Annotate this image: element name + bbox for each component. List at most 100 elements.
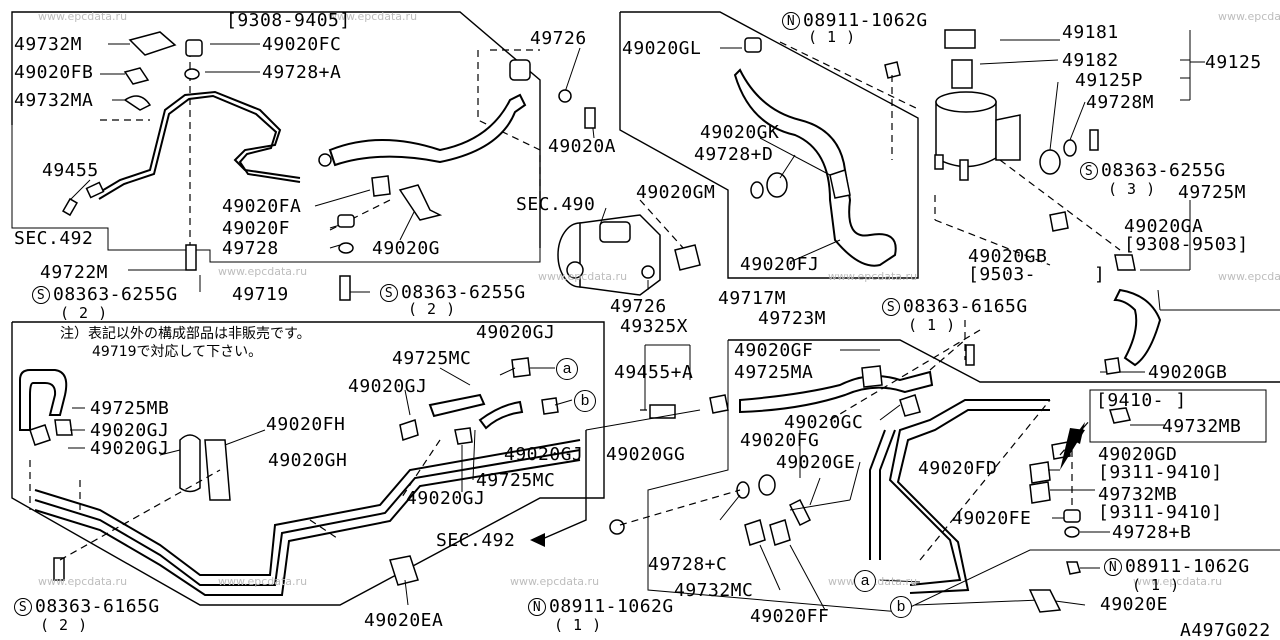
quantity-label: ( 1 ) xyxy=(1132,576,1180,594)
part-number-label: 49325X xyxy=(620,316,689,337)
part-number-label: 49732M xyxy=(14,34,83,55)
screw-symbol-icon: S xyxy=(32,286,50,304)
reservoir-tank xyxy=(934,29,1021,181)
watermark: www.epcdata.ru xyxy=(218,575,308,588)
frame-right-lower-2 xyxy=(647,340,1280,613)
inset-9410-box xyxy=(1089,389,1267,443)
part-number-label: 49455 xyxy=(42,160,99,181)
part-number-label: 49732MB xyxy=(1098,484,1178,505)
part-number-label: 49020GH xyxy=(268,450,348,471)
watermark: www.epcdata.ru xyxy=(1133,575,1223,588)
part-number-label: 49020F xyxy=(222,218,291,239)
quantity-label: ( 2 ) xyxy=(408,300,456,318)
range-label: [9311-9410] xyxy=(1098,462,1223,483)
section-reference-label: SEC.492 xyxy=(14,228,94,249)
part-number-label: 49725MC xyxy=(476,470,556,491)
frame-top-left-lower xyxy=(11,125,541,263)
part-number-label: 49020GA xyxy=(1124,216,1204,237)
part-number-label: 49182 xyxy=(1062,50,1119,71)
part-number-label: 49020E xyxy=(1100,594,1169,615)
note-text: 注）表記以外の構成部品は非販売です。 xyxy=(60,326,311,342)
watermark: www.epcdata.ru xyxy=(218,265,308,278)
part-number-label: 49732MA xyxy=(14,90,94,111)
watermark: www.epcdata.ru xyxy=(38,575,128,588)
part-number-label: 49728+B xyxy=(1112,522,1192,543)
part-number-label: 49726 xyxy=(610,296,667,317)
range-label: [9308-9503] xyxy=(1124,234,1249,255)
part-number-label: 49020GE xyxy=(776,452,856,473)
part-number-label: 49728M xyxy=(1086,92,1155,113)
part-number-label: 49020GF xyxy=(734,340,814,361)
power-steering-pump xyxy=(557,214,661,296)
part-number-label: 49726 xyxy=(530,28,587,49)
watermark: www.epcdata.ru xyxy=(510,575,600,588)
part-number-label: 49455+A xyxy=(614,362,694,383)
callout-a: a xyxy=(556,358,578,380)
part-number-label: 49020GB xyxy=(1148,362,1228,383)
part-number-label: 49722M xyxy=(40,262,109,283)
part-number-label: 49020GC xyxy=(784,412,864,433)
screw-symbol-icon: S xyxy=(882,298,900,316)
part-number-label: 49020GJ xyxy=(476,322,556,343)
frame-top-left xyxy=(11,11,541,248)
part-number-label: 49020FD xyxy=(918,458,998,479)
diagram-code: A497G022 xyxy=(1180,620,1271,640)
section-reference-label: SEC.492 xyxy=(436,530,516,551)
frame-center xyxy=(619,11,919,279)
part-number-label: 49020GJ xyxy=(90,438,170,459)
callout-b: b xyxy=(574,390,596,412)
part-number-label: 49020FC xyxy=(262,34,342,55)
watermark: www.epcdata.ru xyxy=(828,270,918,283)
screw-symbol-icon: S xyxy=(1080,162,1098,180)
nut-symbol-icon: N xyxy=(1104,558,1122,576)
part-number-label: 49728+D xyxy=(694,144,774,165)
watermark: www.epcdata.ru xyxy=(38,10,128,23)
part-number-label: 49728+A xyxy=(262,62,342,83)
quantity-label: ( 1 ) xyxy=(908,316,956,334)
nut-symbol-icon: N xyxy=(782,12,800,30)
range-label: [9410- ] xyxy=(1096,390,1187,411)
part-number-label: 49732MC xyxy=(674,580,754,601)
callout-b: b xyxy=(890,596,912,618)
nut-symbol-icon: N xyxy=(528,598,546,616)
part-number-label: 49020FF xyxy=(750,606,830,627)
part-number-label: 49020GK xyxy=(700,122,780,143)
part-number-label: 49125P xyxy=(1075,70,1144,91)
part-number-label: 49725M xyxy=(1178,182,1247,203)
part-number-label: 49020GL xyxy=(622,38,702,59)
part-number-label: 49728 xyxy=(222,238,279,259)
part-number-label: 49020FB xyxy=(14,62,94,83)
part-number-label: 49020GG xyxy=(606,444,686,465)
part-number-label: 49020FH xyxy=(266,414,346,435)
watermark: www.epcdata.ru xyxy=(328,10,418,23)
part-number-label: 49020FJ xyxy=(740,254,820,275)
note-text: 49719で対応して下さい。 xyxy=(92,344,263,360)
frame-bottom-left xyxy=(11,321,605,606)
part-number-label: 49020FE xyxy=(952,508,1032,529)
part-number-label: 49020GJ xyxy=(90,420,170,441)
part-number-label: 49020GD xyxy=(1098,444,1178,465)
part-number-label: 49020GJ xyxy=(406,488,486,509)
part-number-label: 49717M xyxy=(718,288,787,309)
range-label: ] xyxy=(1094,264,1106,285)
part-number-label: 49725MC xyxy=(392,348,472,369)
quantity-label: ( 2 ) xyxy=(40,616,88,634)
section-reference-label: SEC.490 xyxy=(516,194,596,215)
part-number-label: 49728+C xyxy=(648,554,728,575)
screw-symbol-icon: S xyxy=(380,284,398,302)
range-label: [9308-9405] xyxy=(226,10,351,31)
part-number-label: 49020GB xyxy=(968,246,1048,267)
part-number-label: 49181 xyxy=(1062,22,1119,43)
part-number-label: 49732MB xyxy=(1162,416,1242,437)
part-number-label: 49020GM xyxy=(636,182,716,203)
watermark: www.epcdata.ru xyxy=(538,270,628,283)
part-number-label: 49725MA xyxy=(734,362,814,383)
